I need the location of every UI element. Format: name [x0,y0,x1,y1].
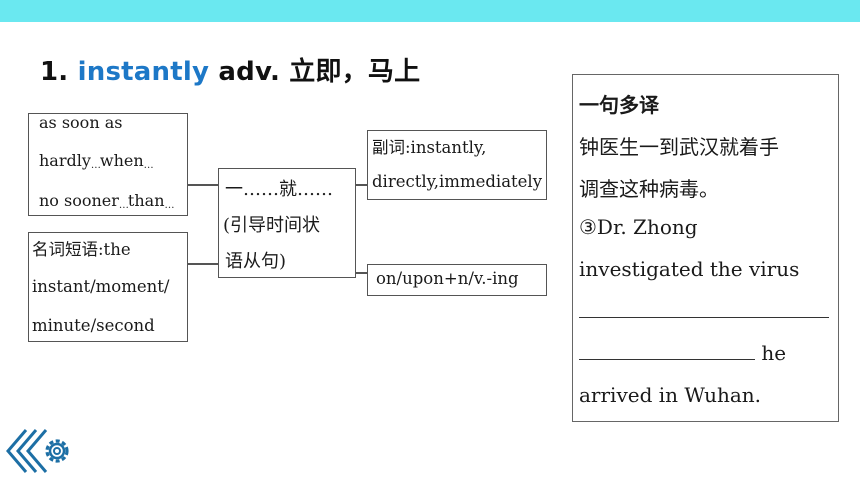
ellipsis: … [164,200,175,211]
top-banner [0,0,860,22]
answer-blank[interactable] [579,299,829,323]
preposition-box: on/upon+n/v.-ing [367,264,547,296]
adverb-line-2: directly,immediately [372,172,543,191]
conjunction-than: than [127,191,165,210]
connector-line [188,184,218,186]
translation-panel: 一句多译 钟医生一到武汉就着手 调查这种病毒。 ③Dr. Zhong inves… [572,74,839,422]
conjunction-when: when [99,151,144,170]
conjunction-no-sooner: no sooner [39,191,119,210]
conjunction-box: as soon as hardly…when… no sooner…than… [28,113,188,216]
preposition-line: on/upon+n/v.-ing [376,269,519,288]
chevron-gear-icon [6,429,69,473]
noun-phrase-line-1: 名词短语:the [32,240,131,259]
panel-heading: 一句多译 [579,93,659,117]
center-line-1: 一……就…… [225,179,333,200]
panel-line-4: investigated the virus [579,257,800,281]
panel-line-7: arrived in Wuhan. [579,383,762,407]
adverb-box: 副词:instantly, directly,immediately [367,130,547,200]
adverb-line-1: 副词:instantly, [372,138,487,157]
title-keyword: instantly [77,57,210,87]
panel-line-2: 调查这种病毒。 [579,177,719,201]
connector-line [188,263,218,265]
panel-line-3: ③Dr. Zhong [579,215,698,239]
noun-phrase-box: 名词短语:the instant/moment/ minute/second [28,232,188,342]
conjunction-no-sooner-than: no sooner…than… [39,191,175,211]
conjunction-hardly: hardly [39,151,91,170]
center-line-3: 语从句) [225,251,287,272]
panel-line-1: 钟医生一到武汉就着手 [579,135,779,159]
answer-blank-line-2: he [579,341,786,365]
conjunction-hardly-when: hardly…when… [39,151,154,171]
conjunction-as-soon-as: as soon as [39,113,123,132]
title-definition: adv. 立即，马上 [218,57,421,87]
connector-line [356,184,367,186]
center-line-2: (引导时间状 [223,215,321,236]
noun-phrase-line-3: minute/second [32,316,155,335]
ellipsis: … [90,160,101,171]
ellipsis: … [118,200,129,211]
page-title: 1. instantly adv. 立即，马上 [40,51,420,88]
connector-line [356,272,367,274]
center-meaning-box: 一……就…… (引导时间状 语从句) [218,168,356,278]
ellipsis: … [143,160,154,171]
noun-phrase-line-2: instant/moment/ [32,277,170,296]
answer-blank-2[interactable] [579,341,755,360]
panel-line-6-suffix: he [761,341,787,365]
title-number: 1. [40,57,69,87]
